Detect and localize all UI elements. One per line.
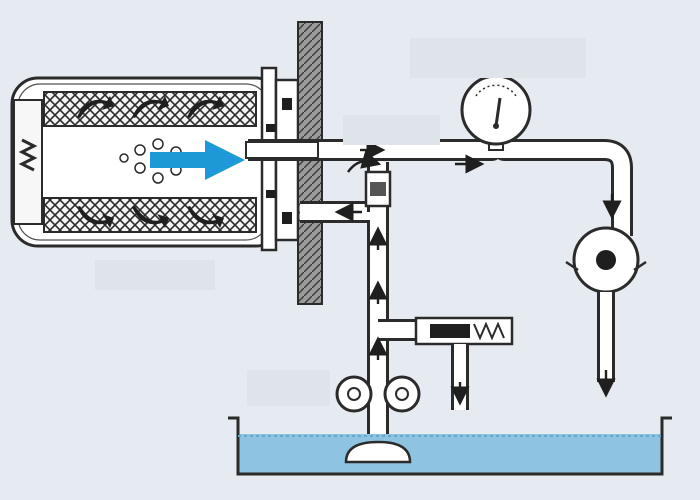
gauge-label-box xyxy=(410,38,586,78)
filter-element-top xyxy=(43,91,257,127)
check-valve-core xyxy=(370,182,386,196)
swirl-arrows xyxy=(77,96,224,228)
brand-logo-icon xyxy=(18,138,38,172)
mounting-wall xyxy=(297,21,323,305)
pump-label-box xyxy=(247,370,330,406)
spring-icon xyxy=(473,321,505,341)
outlet-pipe xyxy=(248,142,630,236)
filter-element-bottom xyxy=(43,197,257,233)
fluid-tank xyxy=(228,416,672,476)
suction-strainer-icon xyxy=(344,440,412,464)
tank-fluid xyxy=(238,434,662,474)
flow-arrow-icon xyxy=(150,140,245,180)
relief-valve xyxy=(414,316,514,346)
pressure-gauge-icon xyxy=(460,74,532,151)
outlet-label-box xyxy=(343,115,440,145)
gear-pump-icon xyxy=(335,375,421,413)
filter-label-box xyxy=(95,260,215,290)
outlet-nozzle xyxy=(245,141,319,159)
direction-arrows xyxy=(334,140,622,406)
